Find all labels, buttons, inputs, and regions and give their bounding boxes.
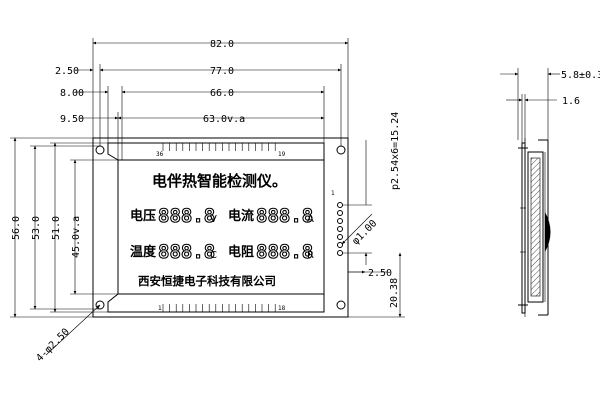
dim-9-50: 9.50 [60,114,84,125]
pin-label-1: 1 [158,305,162,312]
viewing-area [117,159,325,295]
dim-pin-dia: φ1.00 [350,218,379,247]
top-dimensions: 82.0 77.0 2.50 66.0 8.00 63.0v.a 9.50 [55,38,349,160]
dim-pitch: p2.54x6=15.24 [390,112,401,190]
current-unit: A [307,214,314,225]
dim-82: 82.0 [210,39,234,50]
dim-56: 56.0 [11,216,22,240]
dim-66: 66.0 [210,88,234,99]
dim-pin-offset: 2.50 [368,268,392,279]
dim-45: 45.0v.a [71,216,82,258]
temperature-unit: C [210,250,217,261]
dim-holes: 4-φ2.50 [34,327,72,365]
dim-side-board: 1.6 [562,96,580,107]
current-label: 电流 [228,208,254,224]
mount-hole-tl [95,145,105,155]
temperature-label: 温度 [130,244,157,260]
bottom-pin-row [162,304,276,312]
dim-63: 63.0v.a [203,114,245,125]
side-component [545,212,551,252]
side-glass-hatch [530,157,541,297]
voltage-unit: V [210,214,217,225]
side-pcb [521,142,526,314]
dim-2-50: 2.50 [55,66,79,77]
pin-label-18: 18 [278,305,286,312]
dim-51: 51.0 [51,216,62,240]
pcb-outline [92,137,349,318]
pin-label-36: 36 [156,151,164,158]
right-dimensions: p2.54x6=15.24 φ1.00 2.50 20.38 [341,112,405,318]
resistance-digits: 888.8 [256,241,313,263]
pin-label-side-1: 1 [331,190,335,197]
side-view: 5.8±0.3 1.6 [500,68,600,317]
mount-hole-br [336,300,346,310]
current-digits: 888.8 [256,205,313,227]
temperature-digits: 888.8 [158,241,215,263]
resistance-unit: R [307,250,314,261]
company-name: 西安恒捷电子科技有限公司 [138,274,276,288]
side-glass [527,151,544,303]
dim-77: 77.0 [210,66,234,77]
pin-label-19: 19 [278,151,286,158]
voltage-label: 电压 [130,208,156,224]
dim-53: 53.0 [31,216,42,240]
mount-hole-tr [336,145,346,155]
top-pin-row [162,143,276,151]
voltage-digits: 888.8 [158,205,215,227]
left-dimensions: 56.0 53.0 51.0 45.0v.a 4-φ2.50 [10,137,118,365]
dim-8: 8.00 [60,88,84,99]
dim-pin-height: 20.38 [389,278,400,308]
lcd-title: 电伴热智能检测仪。 [152,172,287,190]
front-view: 36 19 1 18 1 电伴热智能检测仪。 电压 888.8 V 电流 888… [92,137,349,318]
dim-side-thickness: 5.8±0.3 [561,70,600,81]
resistance-label: 电阻 [228,244,254,260]
side-pin-column [337,202,343,256]
